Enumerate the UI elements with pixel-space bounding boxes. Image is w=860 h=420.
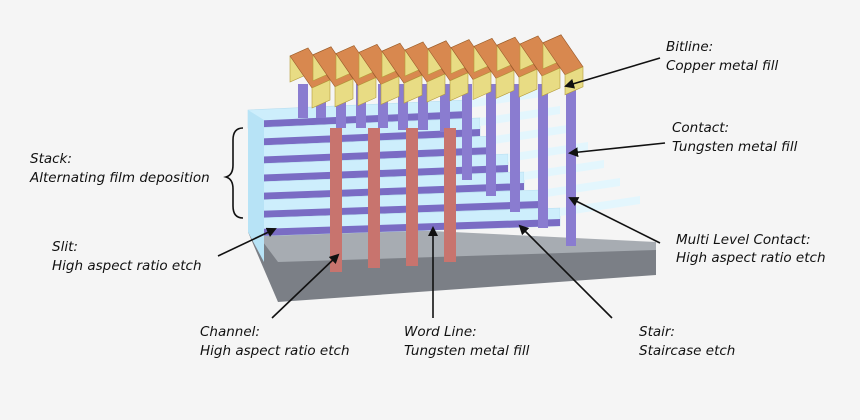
mlc-arrow — [568, 197, 661, 244]
slit-arrow — [217, 227, 277, 257]
contact-pillar — [336, 84, 346, 128]
channel-pillar — [368, 128, 380, 268]
contact-pillar — [298, 84, 308, 118]
svg-text:Multi Level Contact:: Multi Level Contact: — [676, 232, 811, 248]
stair-arrow — [518, 224, 613, 319]
channel-pillar — [330, 128, 342, 272]
bitline-end — [518, 68, 538, 98]
stack-label: Stack: Alternating film deposition — [29, 151, 210, 186]
bitline-end — [541, 67, 561, 97]
bitline-label: Bitline: Copper metal fill — [666, 39, 779, 74]
bitline-end — [449, 72, 469, 102]
stack-layer-dark — [253, 183, 524, 200]
bitline-arrow — [564, 57, 661, 89]
bitline-end — [334, 78, 354, 108]
channels — [330, 128, 456, 272]
channel-pillar — [444, 128, 456, 262]
stack-brace-icon — [223, 127, 244, 219]
stair-step — [560, 196, 640, 216]
mlc-label: Multi Level Contact: High aspect ratio e… — [676, 232, 826, 266]
slit-label: Slit: High aspect ratio etch — [52, 239, 202, 274]
contact-pillar — [378, 84, 388, 128]
svg-text:Stair:: Stair: — [639, 324, 675, 340]
stack-layer-dark — [255, 201, 540, 218]
svg-text:Stack:: Stack: — [30, 151, 72, 167]
contact-pillar — [398, 84, 408, 130]
svg-text:Contact:: Contact: — [672, 120, 729, 136]
contact-pillar — [356, 84, 366, 128]
contact-pillar — [418, 84, 428, 130]
bitline-end — [311, 79, 331, 109]
stack-layer-dark — [249, 129, 480, 146]
svg-text:Slit:: Slit: — [52, 239, 78, 255]
svg-text:Channel:: Channel: — [200, 324, 260, 340]
svg-text:Alternating film deposition: Alternating film deposition — [29, 170, 210, 186]
contact-pillar — [440, 84, 450, 132]
svg-text:Tungsten metal fill: Tungsten metal fill — [404, 343, 530, 359]
stair-step — [524, 160, 604, 180]
svg-text:Bitline:: Bitline: — [666, 39, 713, 55]
contact-label: Contact: Tungsten metal fill — [672, 120, 798, 155]
bitline-end — [495, 69, 515, 99]
svg-text:Word Line:: Word Line: — [404, 324, 477, 340]
svg-text:Staircase etch: Staircase etch — [639, 343, 735, 359]
contact-arrow — [568, 142, 666, 158]
wordline-label: Word Line: Tungsten metal fill — [404, 324, 530, 359]
svg-text:High aspect ratio etch: High aspect ratio etch — [200, 343, 350, 359]
svg-text:High aspect ratio etch: High aspect ratio etch — [676, 250, 826, 266]
bitline-end — [426, 73, 446, 103]
bitline-end — [403, 74, 423, 104]
callout-arrows — [217, 57, 666, 319]
contact-pillar — [462, 84, 472, 180]
svg-text:Tungsten metal fill: Tungsten metal fill — [672, 139, 798, 155]
channel-label: Channel: High aspect ratio etch — [200, 324, 350, 359]
bitline-end — [380, 75, 400, 105]
svg-text:Copper metal fill: Copper metal fill — [666, 58, 779, 74]
stack-front-face — [248, 110, 264, 262]
contact-pillar — [486, 84, 496, 196]
channel-arrow — [271, 253, 340, 319]
bitline-end — [472, 71, 492, 101]
stair-step — [494, 124, 574, 144]
stair-label: Stair: Staircase etch — [639, 324, 735, 359]
contact-pillar — [538, 84, 548, 228]
contact-pillar — [510, 84, 520, 212]
stair-step — [540, 178, 620, 198]
bitlines — [289, 34, 584, 109]
contacts — [298, 84, 576, 246]
contact-pillar — [566, 84, 576, 246]
channel-pillar — [406, 128, 418, 266]
bitline-end — [357, 77, 377, 107]
svg-text:High aspect ratio etch: High aspect ratio etch — [52, 258, 202, 274]
